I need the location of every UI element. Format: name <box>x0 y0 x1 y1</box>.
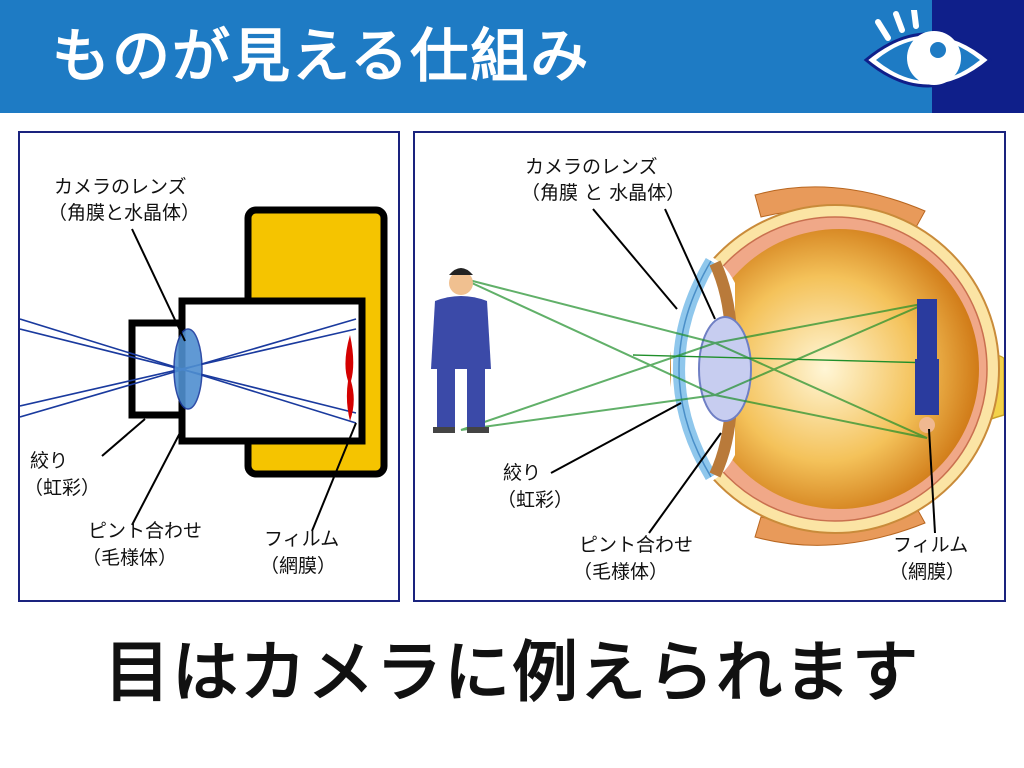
header-bar <box>0 0 1024 113</box>
eye-focus-sub: （毛様体） <box>573 561 669 583</box>
camera-film-sub: （網膜） <box>260 555 337 577</box>
eye-lens-label: カメラのレンズ <box>525 156 658 178</box>
person-figure <box>431 268 491 433</box>
page-title: ものが見える仕組み <box>52 22 591 90</box>
camera-lens-label: カメラのレンズ <box>54 176 187 198</box>
eye-lens-sub: （角膜 と 水晶体） <box>521 182 686 204</box>
eye-iris-label: 絞り <box>503 462 542 484</box>
eye-icon <box>863 10 993 88</box>
eye-film-sub: （網膜） <box>889 561 966 583</box>
camera-panel: カメラのレンズ （角膜と水晶体） 絞り （虹彩） ピント合わせ （毛様体） フィ… <box>18 131 400 602</box>
camera-illustration <box>20 206 388 532</box>
eye-iris-sub: （虹彩） <box>497 489 574 511</box>
eye-focus-label: ピント合わせ <box>579 534 694 556</box>
camera-iris-sub: （虹彩） <box>24 477 101 499</box>
eye-panel: カメラのレンズ （角膜 と 水晶体） 絞り （虹彩） ピント合わせ （毛様体） … <box>413 131 1006 602</box>
camera-iris-label: 絞り <box>30 450 69 472</box>
caption: 目はカメラに例えられます <box>104 634 920 711</box>
eye-film-label: フィルム <box>893 534 969 556</box>
camera-focus-sub: （毛様体） <box>82 547 178 569</box>
camera-film-label: フィルム <box>264 528 340 550</box>
eye-illustration <box>431 186 1004 546</box>
camera-focus-label: ピント合わせ <box>88 520 203 542</box>
camera-lens-sub: （角膜と水晶体） <box>48 202 201 224</box>
